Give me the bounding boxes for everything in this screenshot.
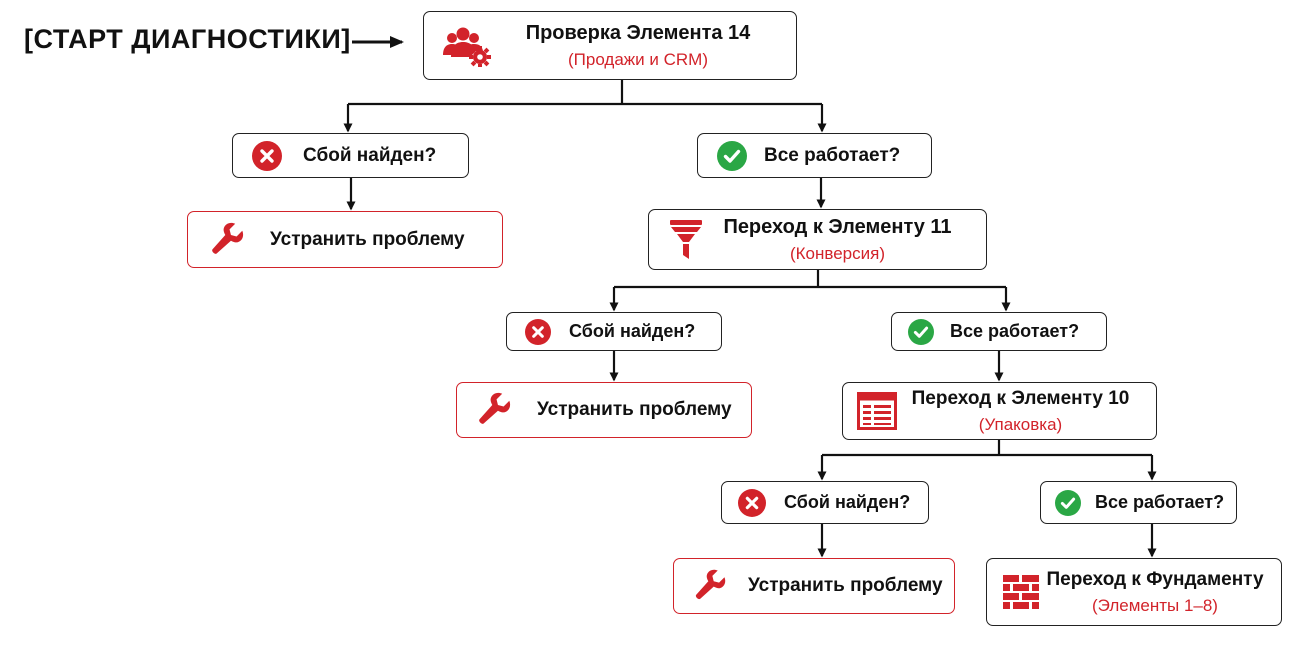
failure-found-question[interactable]: Сбой найден? xyxy=(721,481,929,524)
node-title: Проверка Элемента 14 xyxy=(525,21,751,44)
fix-text: Устранить проблему xyxy=(748,575,943,596)
node-title: Переход к Элементу 10 xyxy=(911,388,1130,409)
go-to-element-10-node[interactable]: Переход к Элементу 10 (Упаковка) xyxy=(842,382,1157,440)
check-element-14-node[interactable]: Проверка Элемента 14 (Продажи и CRM) xyxy=(423,11,797,80)
wrench-icon xyxy=(688,567,730,605)
wrench-icon xyxy=(471,390,515,430)
all-working-question[interactable]: Все работает? xyxy=(891,312,1107,351)
check-circle-icon xyxy=(1053,489,1083,516)
check-circle-icon xyxy=(714,140,750,171)
question-text: Сбой найден? xyxy=(784,492,911,512)
error-circle-icon xyxy=(736,488,768,517)
team-gear-icon xyxy=(438,25,494,67)
check-circle-icon xyxy=(906,318,936,345)
question-text: Сбой найден? xyxy=(569,321,696,341)
failure-found-question[interactable]: Сбой найден? xyxy=(506,312,722,351)
node-subtitle: (Элементы 1–8) xyxy=(1092,595,1218,615)
go-to-foundation-node[interactable]: Переход к Фундаменту (Элементы 1–8) xyxy=(986,558,1282,626)
question-text: Все работает? xyxy=(764,144,901,166)
fix-problem-node[interactable]: Устранить проблему xyxy=(673,558,955,614)
question-text: Все работает? xyxy=(950,321,1080,341)
question-text: Все работает? xyxy=(1095,492,1225,512)
node-subtitle: (Конверсия) xyxy=(789,243,886,263)
brick-wall-icon xyxy=(1001,575,1041,609)
fix-text: Устранить проблему xyxy=(537,399,732,420)
node-subtitle: (Упаковка) xyxy=(978,414,1063,434)
fix-problem-node[interactable]: Устранить проблему xyxy=(456,382,752,438)
all-working-question[interactable]: Все работает? xyxy=(697,133,932,178)
error-circle-icon xyxy=(249,140,285,171)
go-to-element-11-node[interactable]: Переход к Элементу 11 (Конверсия) xyxy=(648,209,987,270)
start-label: [СТАРТ ДИАГНОСТИКИ] xyxy=(24,24,351,54)
wrench-icon xyxy=(204,220,248,260)
fix-problem-node[interactable]: Устранить проблему xyxy=(187,211,503,268)
all-working-question[interactable]: Все работает? xyxy=(1040,481,1237,524)
fix-text: Устранить проблему xyxy=(270,228,465,250)
question-text: Сбой найден? xyxy=(303,144,437,166)
funnel-icon xyxy=(667,219,705,261)
error-circle-icon xyxy=(523,318,553,345)
browser-window-icon xyxy=(855,392,899,430)
node-title: Переход к Фундаменту xyxy=(1046,569,1264,590)
failure-found-question[interactable]: Сбой найден? xyxy=(232,133,469,178)
node-subtitle: (Продажи и CRM) xyxy=(568,49,708,69)
node-title: Переход к Элементу 11 xyxy=(723,215,952,238)
